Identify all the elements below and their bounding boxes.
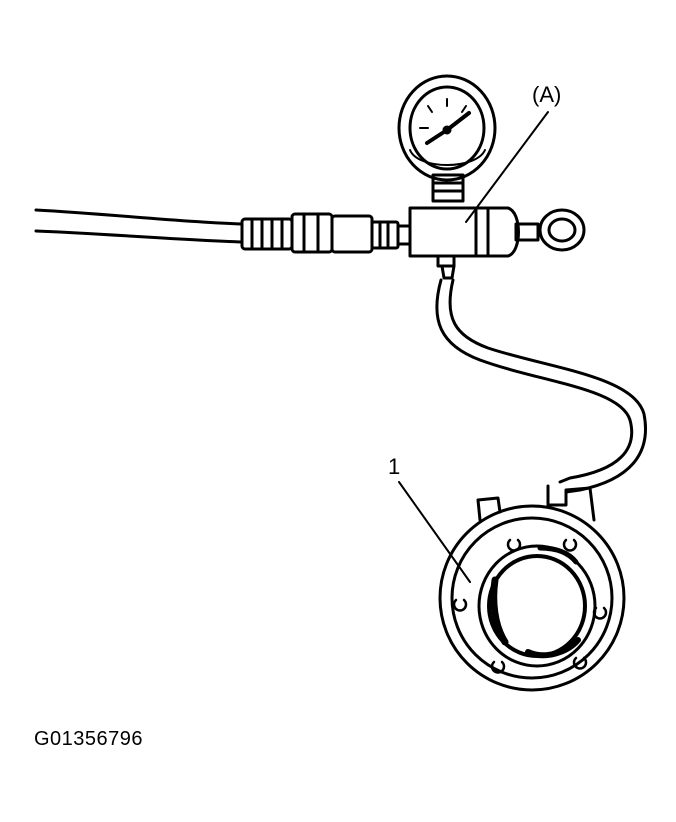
- pressure-gauge-icon: [397, 74, 497, 203]
- clutch-actuator-icon: [438, 484, 626, 692]
- hanger-ring-icon: [538, 208, 586, 252]
- valve-body-icon: [408, 206, 540, 280]
- hose-coupler: [240, 212, 412, 254]
- callout-label-1: 1: [388, 454, 401, 479]
- supply-hose: [34, 208, 244, 244]
- leader-lines: [398, 111, 549, 583]
- callout-label-a: (A): [532, 82, 562, 107]
- pressure-line: [435, 278, 647, 494]
- figure-id: G01356796: [34, 728, 144, 750]
